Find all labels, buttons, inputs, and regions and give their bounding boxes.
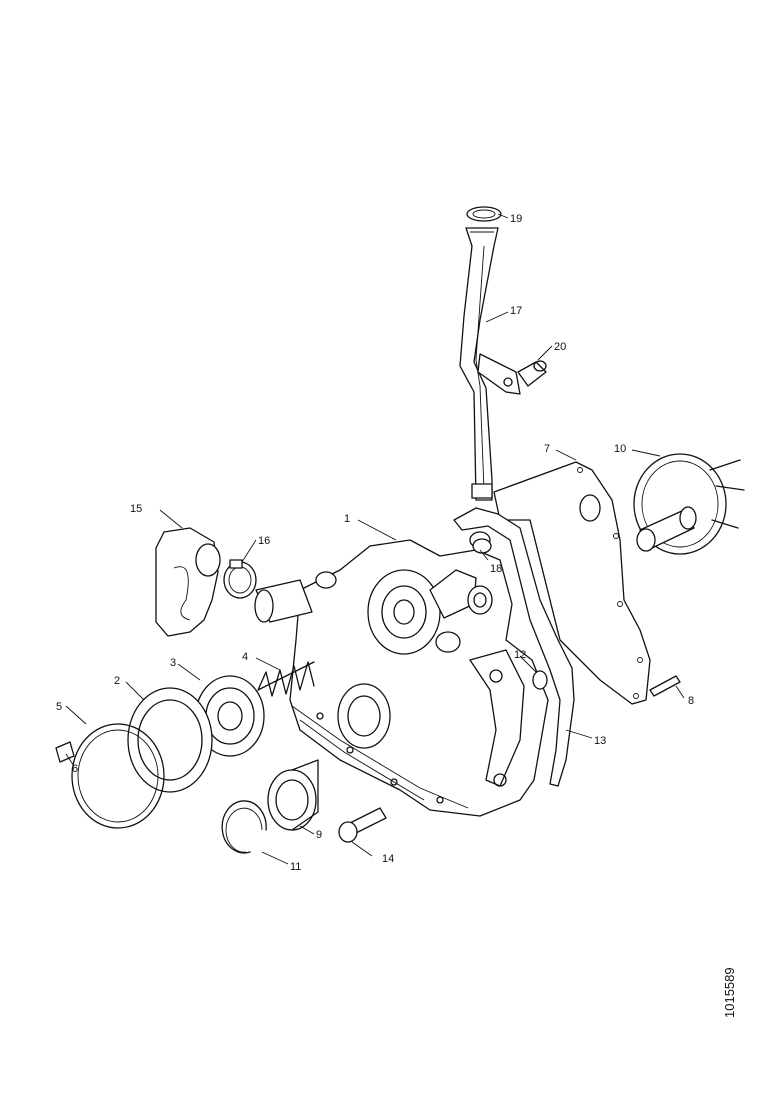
callout-labels: 19 17 20 7 10 1 15 16 18 12 13 8 4 3 2 5… — [56, 213, 694, 873]
callout-7: 7 — [544, 443, 550, 455]
callout-3: 3 — [170, 657, 176, 669]
part-9-bearing — [267, 759, 319, 831]
part-17-dipstick-tube — [459, 227, 499, 501]
callout-11: 11 — [290, 861, 301, 873]
callout-18: 18 — [490, 563, 502, 575]
callout-9: 9 — [316, 829, 322, 841]
part-8-stud — [649, 675, 681, 697]
leader-lines — [65, 213, 685, 865]
part-7-cover-plate — [493, 461, 651, 705]
callout-1: 1 — [344, 513, 350, 525]
callout-5: 5 — [56, 701, 62, 713]
callout-10: 10 — [614, 443, 626, 455]
part-5-ring-plate — [71, 723, 165, 829]
callout-2: 2 — [114, 675, 120, 687]
part-11-circlip — [221, 800, 267, 854]
callout-6: 6 — [72, 763, 78, 775]
part-12-small-plug — [532, 670, 548, 690]
callout-15: 15 — [130, 503, 142, 515]
part-16-hose-clamp — [223, 559, 257, 599]
callout-20: 20 — [554, 341, 566, 353]
part-4-spring — [257, 661, 315, 697]
part-18-plug — [472, 538, 492, 554]
callout-14: 14 — [382, 853, 394, 865]
housing-pipe-stub — [254, 579, 313, 623]
callout-8: 8 — [688, 695, 694, 707]
part-10-shaft-flange — [633, 453, 745, 555]
reference-code: 1015589 — [722, 967, 737, 1018]
callout-12: 12 — [514, 649, 526, 661]
part-19-o-ring — [466, 206, 502, 222]
callout-17: 17 — [510, 305, 522, 317]
part-6-screw — [55, 741, 75, 763]
callout-4: 4 — [242, 651, 248, 663]
part-1-main-housing — [289, 531, 549, 817]
part-20-bracket-spacer — [477, 353, 547, 395]
part-2-cover — [127, 687, 213, 793]
callout-13: 13 — [594, 735, 606, 747]
part-14-bolt — [338, 807, 387, 843]
callout-19: 19 — [510, 213, 522, 225]
part-15-hose — [155, 527, 221, 637]
callout-16: 16 — [258, 535, 270, 547]
part-13-gasket-strip — [453, 507, 575, 787]
